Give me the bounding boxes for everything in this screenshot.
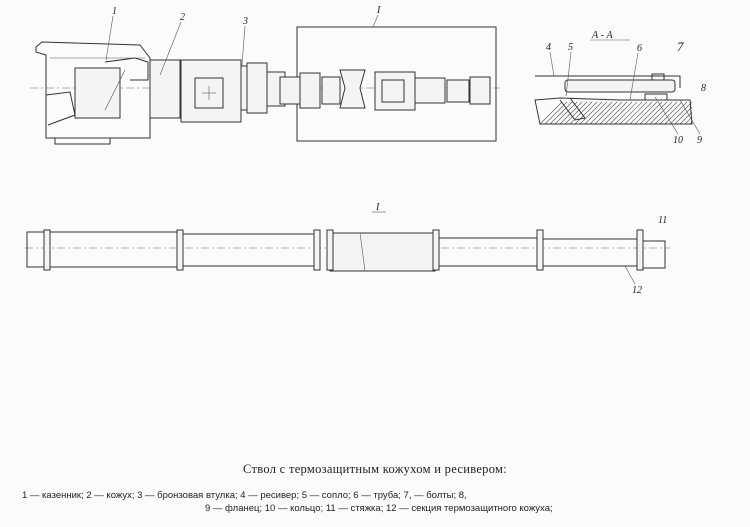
- hatch-line: [629, 101, 653, 125]
- hatch-line: [649, 101, 673, 125]
- hatch-line: [599, 101, 623, 125]
- hatch-line: [639, 101, 663, 125]
- hatch-line: [669, 101, 693, 125]
- label-12: 12: [632, 285, 642, 296]
- hatch-line: [604, 101, 628, 125]
- barrel-segment: [279, 69, 491, 111]
- hatch-line: [659, 101, 683, 125]
- legend-line-1: 1 — казенник; 2 — кожух; 3 — бронзовая в…: [22, 490, 467, 501]
- detail-view-I: I 11 12: [25, 202, 670, 296]
- hatch-line: [624, 101, 648, 125]
- hatch-line: [574, 101, 598, 125]
- hatch-line: [549, 101, 573, 125]
- tie-clamp: [326, 229, 334, 271]
- top-assembly-view: 1 2 3 I: [30, 5, 500, 145]
- hatch-line: [589, 101, 613, 125]
- hatch-line: [554, 101, 578, 125]
- tie-clamp: [432, 229, 440, 271]
- hatch-line: [609, 101, 633, 125]
- section-a-a: А - А 4 5 6 7 8 10 9: [534, 30, 706, 146]
- section-hatching: [539, 101, 693, 125]
- jacket: [149, 59, 181, 119]
- hatch-line: [539, 101, 563, 125]
- tie-clamp: [636, 229, 644, 271]
- label-4: 4: [546, 42, 551, 53]
- shroud-sections: [26, 229, 666, 272]
- section-title: А - А: [591, 30, 613, 41]
- hatch-line: [594, 101, 618, 125]
- hatch-line: [679, 111, 693, 125]
- breech: [35, 41, 151, 145]
- hatch-line: [544, 101, 568, 125]
- hatch-line: [674, 106, 693, 125]
- label-1: 1: [112, 6, 117, 17]
- label-11: 11: [658, 215, 667, 226]
- hatch-line: [614, 101, 638, 125]
- tie-clamp: [176, 229, 184, 271]
- figure-title: Ствол с термозащитным кожухом и ресиверо…: [242, 462, 508, 476]
- hatch-line: [654, 101, 678, 125]
- detail-title: I: [375, 202, 380, 213]
- label-6: 6: [637, 43, 642, 54]
- label-8: 8: [701, 83, 706, 94]
- hatch-line: [579, 101, 603, 125]
- jacket-housing: [180, 59, 242, 123]
- hatch-line: [619, 101, 643, 125]
- tie-clamp: [43, 229, 51, 271]
- label-3: 3: [242, 16, 248, 27]
- bronze-sleeve: [240, 62, 286, 114]
- label-detail-I: I: [376, 5, 381, 16]
- hatch-line: [584, 101, 608, 125]
- label-5: 5: [568, 42, 573, 53]
- hatch-line: [634, 101, 658, 125]
- label-9: 9: [697, 135, 702, 146]
- label-10: 10: [673, 135, 683, 146]
- hatch-line: [644, 101, 668, 125]
- tie-clamp: [536, 229, 544, 271]
- hatch-line: [564, 101, 588, 125]
- tie-clamp: [313, 229, 321, 271]
- legend-line-2: 9 — фланец; 10 — кольцо; 11 — стяжка; 12…: [205, 503, 553, 514]
- label-2: 2: [180, 12, 185, 23]
- label-7: 7: [677, 39, 684, 54]
- hatch-line: [559, 101, 583, 125]
